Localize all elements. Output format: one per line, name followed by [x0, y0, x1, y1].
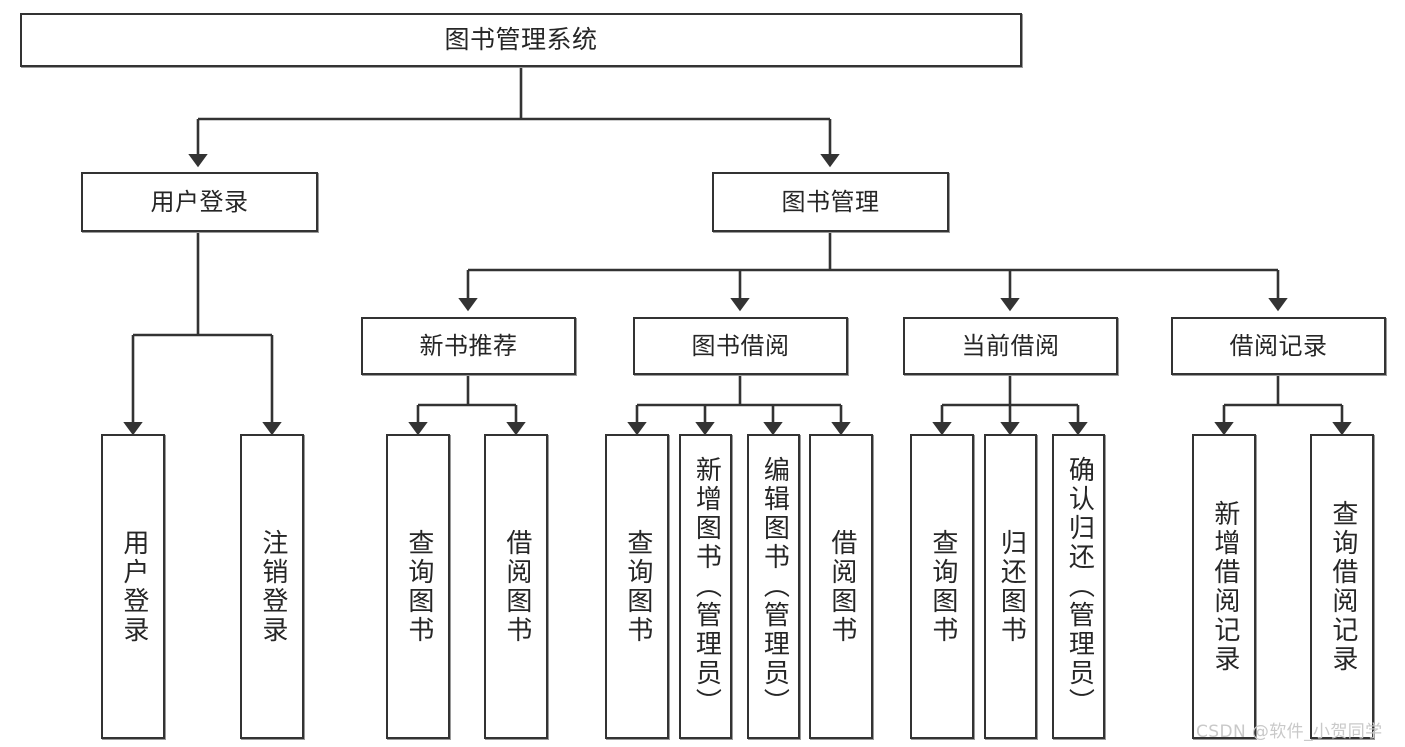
node-label: 新增借阅记录: [1209, 499, 1240, 674]
node-label: 图书借阅: [691, 331, 790, 360]
leaf-confirm-return-admin[interactable]: 确认归还（管理员）: [1052, 434, 1105, 739]
leaf-edit-book-admin[interactable]: 编辑图书（管理员）: [747, 434, 800, 739]
node-label: 查询借阅记录: [1327, 499, 1358, 674]
node-root-system[interactable]: 图书管理系统: [20, 13, 1022, 67]
node-label: 借阅图书: [826, 528, 857, 645]
leaf-logout[interactable]: 注销登录: [240, 434, 304, 739]
leaf-add-book-admin[interactable]: 新增图书（管理员）: [679, 434, 732, 739]
leaf-query-book-recommend[interactable]: 查询图书: [386, 434, 450, 739]
node-label: 图书管理系统: [444, 25, 598, 55]
node-label: 用户登录: [118, 528, 149, 645]
node-label: 新书推荐: [419, 331, 518, 360]
node-label: 当前借阅: [961, 331, 1060, 360]
node-label: 编辑图书（管理员）: [759, 456, 790, 717]
node-label: 用户登录: [150, 187, 249, 216]
node-label: 图书管理: [781, 187, 880, 216]
leaf-user-login[interactable]: 用户登录: [101, 434, 165, 739]
leaf-query-borrow-record[interactable]: 查询借阅记录: [1310, 434, 1374, 739]
leaf-query-book-borrow[interactable]: 查询图书: [605, 434, 669, 739]
leaf-borrow-book[interactable]: 借阅图书: [809, 434, 873, 739]
node-label: 确认归还（管理员）: [1064, 456, 1095, 717]
node-label: 注销登录: [257, 528, 288, 645]
node-label: 借阅记录: [1229, 331, 1328, 360]
watermark-text: CSDN @软件_小贺同学: [1196, 722, 1383, 742]
node-borrow-records[interactable]: 借阅记录: [1171, 317, 1386, 375]
node-label: 查询图书: [622, 528, 653, 645]
leaf-borrow-book-recommend[interactable]: 借阅图书: [484, 434, 548, 739]
node-label: 新增图书（管理员）: [691, 456, 722, 717]
node-label: 查询图书: [927, 528, 958, 645]
node-book-management[interactable]: 图书管理: [712, 172, 949, 232]
node-new-book-recommend[interactable]: 新书推荐: [361, 317, 576, 375]
node-label: 借阅图书: [501, 528, 532, 645]
node-user-login[interactable]: 用户登录: [81, 172, 318, 232]
leaf-add-borrow-record[interactable]: 新增借阅记录: [1192, 434, 1256, 739]
leaf-query-book-current[interactable]: 查询图书: [910, 434, 974, 739]
node-label: 查询图书: [403, 528, 434, 645]
leaf-return-book[interactable]: 归还图书: [984, 434, 1037, 739]
node-book-borrow[interactable]: 图书借阅: [633, 317, 848, 375]
node-current-borrow[interactable]: 当前借阅: [903, 317, 1118, 375]
node-label: 归还图书: [996, 528, 1027, 645]
